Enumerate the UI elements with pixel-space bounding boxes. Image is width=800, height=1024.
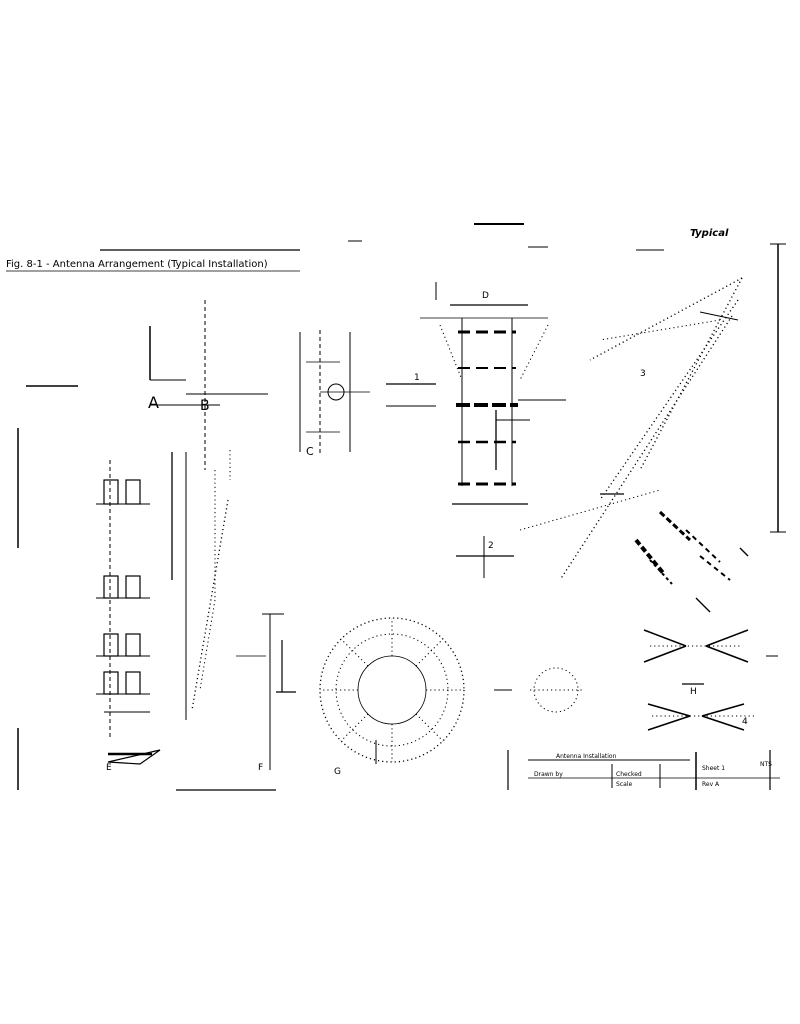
- detail-d-guy-wires: 3: [519, 243, 786, 581]
- label-num-4: 4: [742, 717, 748, 727]
- detail-g-clamp: F: [236, 613, 296, 773]
- title-block-cell-a: Drawn by: [534, 771, 563, 778]
- title-block-cell-d: Rev A: [702, 781, 720, 788]
- label-det-a: A: [148, 393, 159, 412]
- label-det-c: C: [306, 445, 314, 458]
- corner-label: Typical: [690, 228, 729, 239]
- label-det-d: D: [482, 291, 489, 301]
- detail-e-insulator: [634, 510, 749, 585]
- label-num-1: 1: [414, 373, 420, 383]
- label-det-f: F: [258, 763, 263, 773]
- detail-h-ground-plane: G: [319, 617, 582, 777]
- scale-note: NTS: [760, 761, 772, 768]
- label-num-2: 2: [488, 541, 494, 551]
- label-det-g: G: [334, 767, 341, 777]
- sheet-title: Fig. 8-1 - Antenna Arrangement (Typical …: [6, 259, 268, 270]
- title-block-cell-c: Sheet 1: [702, 765, 725, 772]
- title-block-row1: Antenna Installation: [556, 753, 617, 760]
- sheet-header: Fig. 8-1 - Antenna Arrangement (Typical …: [6, 223, 729, 272]
- detail-b-bracket: C 1: [299, 330, 436, 458]
- title-block-cell-e: Scale: [616, 781, 632, 788]
- detail-a-elevation: A B: [148, 300, 268, 600]
- radials: [320, 618, 464, 762]
- detail-i-elements: H 4: [643, 597, 778, 731]
- detail-f-mast-elevation: E: [96, 452, 276, 791]
- mast-rungs: [456, 330, 518, 486]
- label-det-b: B: [200, 398, 210, 414]
- label-det-e: E: [106, 763, 112, 773]
- flag-blocks: [103, 479, 141, 695]
- title-block-cell-b: Checked: [616, 771, 642, 778]
- left-border: [17, 385, 78, 790]
- label-det-h: H: [690, 687, 697, 697]
- title-block: Antenna Installation Drawn by Checked Sh…: [507, 750, 780, 790]
- detail-c-mast: D 2: [420, 282, 566, 578]
- label-num-3: 3: [640, 369, 646, 379]
